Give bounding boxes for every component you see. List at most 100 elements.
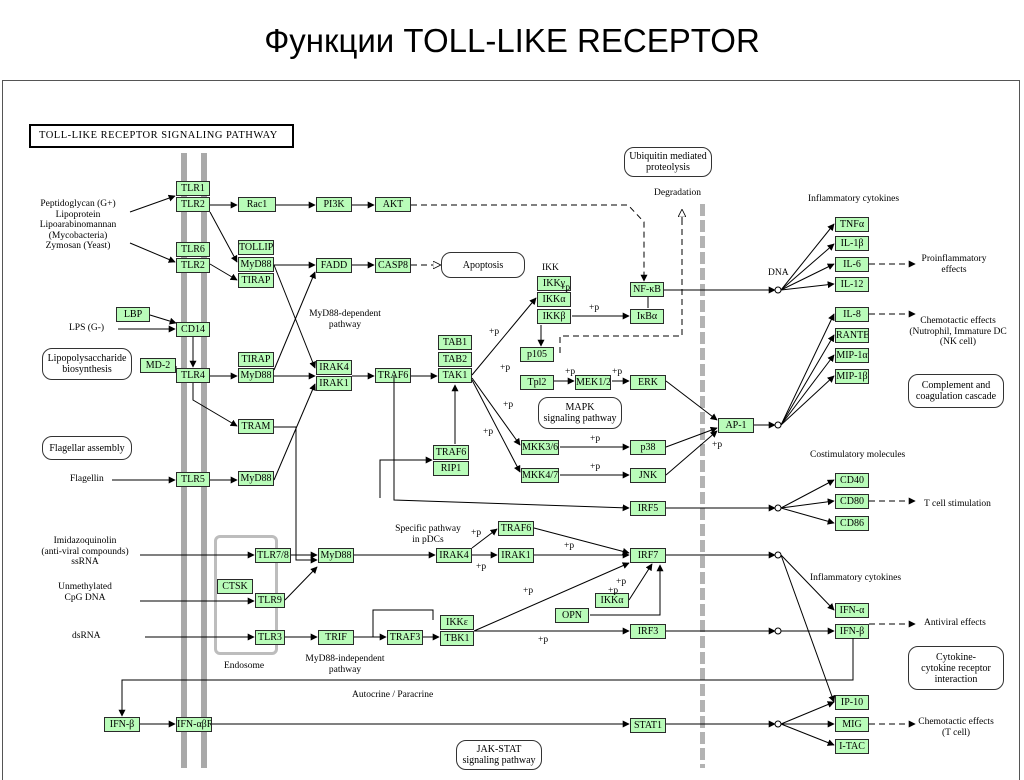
gene-irf3[interactable]: IRF3 — [630, 624, 666, 639]
gene-tlr9[interactable]: TLR9 — [255, 593, 285, 608]
label-proinfl: Proinflammatory effects — [921, 254, 987, 275]
gene-ifna[interactable]: IFN-α — [835, 603, 869, 618]
gene-jnk[interactable]: JNK — [630, 468, 666, 483]
gene-opn[interactable]: OPN — [555, 608, 589, 623]
gene-tlr6[interactable]: TLR6 — [176, 242, 210, 257]
gene-tollip[interactable]: TOLLIP — [238, 240, 274, 255]
gene-ikkb[interactable]: IKKβ — [537, 309, 571, 324]
gene-cd80[interactable]: CD80 — [835, 494, 869, 509]
gene-myd88b[interactable]: MyD88 — [238, 368, 274, 383]
gene-tirapb[interactable]: TIRAP — [238, 352, 274, 367]
phosphorylation-label: +p — [590, 434, 601, 444]
pathway-link-complement[interactable]: Complement and coagulation cascade — [908, 374, 1004, 408]
pathway-link-cytokine[interactable]: Cytokine- cytokine receptor interaction — [908, 646, 1004, 690]
gene-tab2[interactable]: TAB2 — [438, 352, 472, 367]
gene-cd14[interactable]: CD14 — [176, 322, 210, 337]
gene-trif[interactable]: TRIF — [318, 630, 354, 645]
gene-p105[interactable]: p105 — [520, 347, 554, 362]
gene-mip1b[interactable]: MIP-1β — [835, 369, 869, 384]
label-dna: DNA — [768, 268, 789, 278]
gene-irak1a[interactable]: IRAK1 — [316, 376, 352, 391]
phosphorylation-label: +p — [476, 562, 487, 572]
gene-ifnb-right[interactable]: IFN-β — [835, 624, 869, 639]
gene-rantes[interactable]: RANTES — [835, 328, 869, 343]
gene-cd40[interactable]: CD40 — [835, 473, 869, 488]
phosphorylation-label: +p — [564, 541, 575, 551]
gene-tlr3[interactable]: TLR3 — [255, 630, 285, 645]
gene-nfkb[interactable]: NF-κB — [630, 282, 664, 297]
gene-il12[interactable]: IL-12 — [835, 277, 869, 292]
pathway-link-lps-bio[interactable]: Lipopolysaccharide biosynthesis — [42, 348, 132, 380]
label-degradation: Degradation — [654, 188, 701, 198]
gene-traf6b[interactable]: TRAF6 — [433, 445, 469, 460]
gene-myd88d[interactable]: MyD88 — [318, 548, 354, 563]
gene-tram[interactable]: TRAM — [238, 419, 274, 434]
pathway-link-ubiquitin[interactable]: Ubiquitin mediated proteolysis — [624, 147, 712, 177]
gene-irf5[interactable]: IRF5 — [630, 501, 666, 516]
gene-pi3k[interactable]: PI3K — [316, 197, 352, 212]
label-cpg: Unmethylated CpG DNA — [58, 582, 112, 603]
label-tcell: T cell stimulation — [924, 499, 991, 509]
gene-tirapa[interactable]: TIRAP — [238, 273, 274, 288]
gene-tpl2[interactable]: Tpl2 — [520, 375, 554, 390]
gene-il1b[interactable]: IL-1β — [835, 236, 869, 251]
gene-myd88c[interactable]: MyD88 — [238, 471, 274, 486]
gene-ctsk[interactable]: CTSK — [217, 579, 253, 594]
gene-cd86[interactable]: CD86 — [835, 516, 869, 531]
gene-ikke[interactable]: IKKε — [440, 615, 474, 630]
gene-tlr4[interactable]: TLR4 — [176, 368, 210, 383]
gene-tak1[interactable]: TAK1 — [438, 368, 472, 383]
gene-tnfa[interactable]: TNFα — [835, 217, 869, 232]
gene-traf6c[interactable]: TRAF6 — [498, 521, 534, 536]
gene-mkk47[interactable]: MKK4/7 — [521, 468, 559, 483]
gene-tab1[interactable]: TAB1 — [438, 335, 472, 350]
pathway-link-flagellar[interactable]: Flagellar assembly — [42, 436, 132, 460]
gene-tlr78[interactable]: TLR7/8 — [255, 548, 291, 563]
gene-akt[interactable]: AKT — [375, 197, 411, 212]
pathway-link-apoptosis[interactable]: Apoptosis — [441, 252, 525, 278]
gene-mkk36[interactable]: MKK3/6 — [521, 440, 559, 455]
gene-il8[interactable]: IL-8 — [835, 307, 869, 322]
gene-mek12[interactable]: MEK1/2 — [575, 375, 611, 390]
gene-irf7[interactable]: IRF7 — [630, 548, 666, 563]
pathway-link-jakstat[interactable]: JAK-STAT signaling pathway — [456, 740, 542, 770]
gene-irak4a[interactable]: IRAK4 — [316, 360, 352, 375]
gene-p38[interactable]: p38 — [630, 440, 666, 455]
pathway-link-mapk[interactable]: MAPK signaling pathway — [538, 397, 622, 429]
gene-tlr2b[interactable]: TLR2 — [176, 258, 210, 273]
gene-casp8[interactable]: CASP8 — [375, 258, 411, 273]
gene-mip1a[interactable]: MIP-1α — [835, 348, 869, 363]
gene-irak1b[interactable]: IRAK1 — [498, 548, 534, 563]
gene-mig[interactable]: MIG — [835, 717, 869, 732]
label-antiviral: Antiviral effects — [924, 618, 986, 628]
diagram-frame — [2, 80, 1020, 780]
gene-irak4b[interactable]: IRAK4 — [436, 548, 472, 563]
gene-ip10[interactable]: IP-10 — [835, 695, 869, 710]
gene-ifnabr[interactable]: IFN-αβR — [176, 717, 212, 732]
gene-ap1[interactable]: AP-1 — [718, 418, 754, 433]
gene-tlr5[interactable]: TLR5 — [176, 472, 210, 487]
phosphorylation-label: +p — [712, 440, 723, 450]
gene-erk[interactable]: ERK — [630, 375, 666, 390]
label-infl2: Inflammatory cytokines — [810, 573, 902, 583]
gene-myd88a[interactable]: MyD88 — [238, 257, 274, 272]
gene-stat1[interactable]: STAT1 — [630, 718, 666, 733]
nuclear-membrane — [700, 204, 705, 768]
gene-ifnb-left[interactable]: IFN-β — [104, 717, 140, 732]
gene-lbp[interactable]: LBP — [116, 307, 150, 322]
gene-traf6a[interactable]: TRAF6 — [375, 368, 411, 383]
gene-tlr1[interactable]: TLR1 — [176, 181, 210, 196]
gene-fadd[interactable]: FADD — [316, 258, 352, 273]
cell-membrane-outer — [181, 153, 187, 768]
gene-traf3[interactable]: TRAF3 — [387, 630, 423, 645]
gene-md2[interactable]: MD-2 — [140, 358, 176, 373]
gene-il6[interactable]: IL-6 — [835, 257, 869, 272]
gene-rac1[interactable]: Rac1 — [238, 197, 276, 212]
gene-ikka[interactable]: IKKα — [537, 292, 571, 307]
gene-rip1[interactable]: RIP1 — [433, 461, 469, 476]
gene-ikba[interactable]: IκBα — [630, 309, 664, 324]
phosphorylation-label: +p — [608, 586, 619, 596]
gene-itac[interactable]: I-TAC — [835, 739, 869, 754]
gene-tlr2a[interactable]: TLR2 — [176, 197, 210, 212]
gene-tbk1[interactable]: TBK1 — [440, 631, 474, 646]
